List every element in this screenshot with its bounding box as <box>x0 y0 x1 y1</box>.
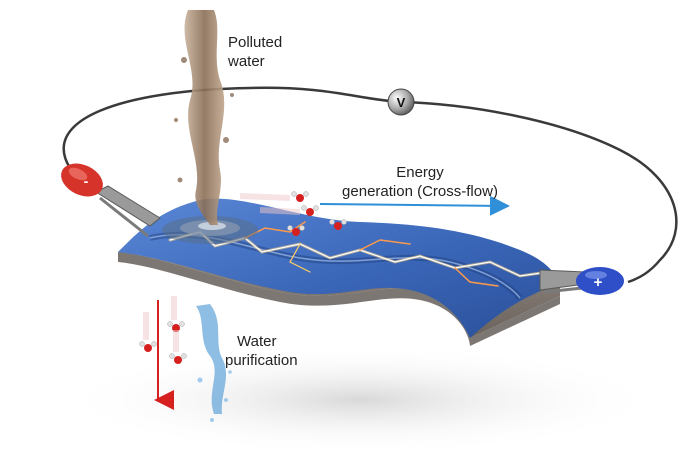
polluted-water-label-line1: Polluted <box>228 34 283 51</box>
splash <box>162 216 258 244</box>
water-purification-label: Water purification <box>225 332 315 370</box>
negative-clip-icon: - <box>61 163 161 238</box>
positive-clip-icon: + <box>539 267 624 295</box>
water-molecule-icon <box>239 191 347 236</box>
water-purification-label-line1: Water <box>237 333 277 350</box>
negative-terminal-symbol: - <box>84 173 89 189</box>
voltmeter-icon: V <box>387 88 415 116</box>
voltmeter-symbol: V <box>397 95 406 110</box>
polluted-water-label: Polluted water <box>228 33 298 71</box>
polluted-water-stream <box>184 10 225 225</box>
circuit-wire <box>62 86 678 284</box>
ground-shadow <box>60 345 660 455</box>
energy-generation-label-line1: Energy <box>396 164 444 181</box>
membrane-edge-lower <box>118 252 560 346</box>
polluted-water-label-line2: water <box>228 53 265 70</box>
clean-water-stream <box>196 304 227 414</box>
water-molecule-icon <box>139 296 187 364</box>
water-purification-label-line2: purification <box>225 352 298 369</box>
positive-terminal-symbol: + <box>594 274 603 291</box>
energy-generation-label: Energy generation (Cross-flow) <box>330 163 510 201</box>
energy-generation-label-line2: generation (Cross-flow) <box>342 183 498 200</box>
lightning-icon <box>168 221 550 287</box>
energy-flow-arrow <box>319 195 510 216</box>
